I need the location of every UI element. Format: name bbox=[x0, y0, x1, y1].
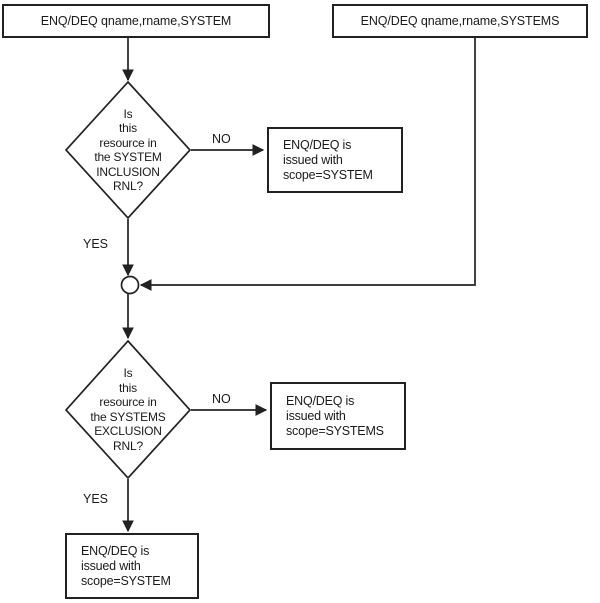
node-start-systems[interactable]: ENQ/DEQ qname,rname,SYSTEMS bbox=[332, 4, 588, 38]
decision-inclusion-shape bbox=[65, 81, 191, 219]
edge-label-inclusion-no: NO bbox=[212, 132, 231, 146]
edge-label-exclusion-yes: YES bbox=[83, 492, 109, 506]
edge-label-inclusion-yes: YES bbox=[83, 237, 109, 251]
node-result-scope-system-no-label: ENQ/DEQ is issued with scope=SYSTEM bbox=[283, 137, 373, 182]
node-result-scope-system-yes[interactable]: ENQ/DEQ is issued with scope=SYSTEM bbox=[65, 533, 199, 599]
node-decision-exclusion-label: Is this resource in the SYSTEMS EXCLUSIO… bbox=[90, 366, 166, 453]
node-result-scope-systems-no-label: ENQ/DEQ is issued with scope=SYSTEMS bbox=[286, 393, 384, 438]
node-decision-inclusion-label: Is this resource in the SYSTEM INCLUSION… bbox=[94, 106, 162, 194]
node-result-scope-systems-no[interactable]: ENQ/DEQ is issued with scope=SYSTEMS bbox=[270, 382, 406, 450]
node-decision-inclusion[interactable]: Is this resource in the SYSTEM INCLUSION… bbox=[65, 81, 191, 219]
node-decision-exclusion[interactable]: Is this resource in the SYSTEMS EXCLUSIO… bbox=[65, 340, 191, 479]
node-result-scope-system-yes-label: ENQ/DEQ is issued with scope=SYSTEM bbox=[81, 543, 171, 588]
node-start-system-label: ENQ/DEQ qname,rname,SYSTEM bbox=[40, 13, 232, 28]
node-start-systems-label: ENQ/DEQ qname,rname,SYSTEMS bbox=[360, 13, 560, 28]
node-start-system[interactable]: ENQ/DEQ qname,rname,SYSTEM bbox=[2, 4, 270, 38]
node-result-scope-system-no[interactable]: ENQ/DEQ is issued with scope=SYSTEM bbox=[267, 127, 403, 193]
edge-label-exclusion-no: NO bbox=[212, 392, 231, 406]
decision-exclusion-shape bbox=[65, 340, 191, 479]
junction-connector-circle bbox=[120, 275, 140, 295]
